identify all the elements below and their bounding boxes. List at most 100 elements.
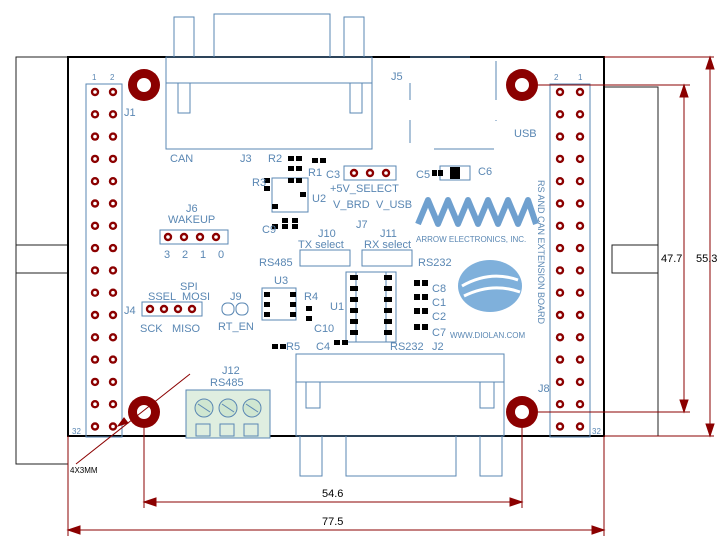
wakeup-pin-1: 1 [200,249,206,261]
smd-pad [342,340,348,345]
j9-jumper [221,302,249,316]
smd-pad [350,330,358,335]
j1-outline [85,83,123,438]
j8-pin1-label: 1 [578,73,583,82]
usb-label: USB [514,128,537,140]
mounting-holes [128,69,538,428]
u2-label: U2 [312,193,326,205]
wakeup-pin-2: 2 [182,249,188,261]
u1-pad-outline [345,271,397,343]
j12-label: J12 [222,365,240,377]
smd-pad [350,286,358,291]
wakeup-label: WAKEUP [168,214,215,226]
smd-pad [288,178,294,183]
j7-label: J7 [356,219,368,231]
smd-pad [264,312,270,317]
smd-pad [306,316,312,321]
smd-pad [296,166,302,171]
dim-total-width: 77.5 [322,516,343,528]
j1-pin1-label: 1 [92,73,97,82]
smd-pad [292,224,298,229]
smd-pad [414,280,420,286]
j6-pins [163,232,221,242]
j7-pins [349,168,391,178]
smd-pad [282,218,288,223]
smd-pad [350,308,358,313]
j8-pin-header [555,87,585,431]
smd-pad [300,192,306,197]
hole-size-note: 4X3MM [70,466,98,475]
smd-pad [414,308,420,314]
j1-pin32-label: 32 [72,427,81,436]
j9-label: J9 [230,291,242,303]
c6-label: C6 [478,166,492,178]
can-db-connector [165,13,373,150]
tx-select-label: TX select [298,239,344,251]
left-extension-tab [15,244,69,274]
j5-label: J5 [391,71,403,83]
c2-label: C2 [432,311,446,323]
j6-label: J6 [186,203,198,215]
smd-pad [350,275,358,280]
smd-pad [422,308,428,314]
smd-pads [264,156,443,349]
j11-outline [361,249,413,267]
ssel-label: SSEL [148,291,176,303]
j10-label: J10 [318,228,336,240]
smd-pad [272,344,278,349]
r5-label: R5 [286,341,300,353]
sck-label: SCK [140,323,163,335]
j10-outline [299,249,351,267]
rs485-left-label: RS485 [259,257,293,269]
wakeup-pin-3: 3 [164,249,170,261]
smd-pad [264,292,270,297]
j7-outline [343,165,397,181]
rt-en-label: RT_EN [218,321,254,333]
c1-label: C1 [432,297,446,309]
smd-pad [432,170,437,176]
u3-label: U3 [274,275,288,287]
left-extension-block [15,56,69,465]
smd-pad [312,158,318,163]
smd-pad [272,224,278,229]
smd-pad [384,319,392,324]
j3-label: J3 [240,153,252,165]
j8-pin32-label: 32 [592,427,601,436]
rs485-terminal-label: RS485 [210,377,244,389]
smd-pad [350,297,358,302]
smd-pad [272,204,278,209]
c4-label: C4 [316,341,330,353]
j1-label: J1 [124,107,136,119]
r3-label: R3 [252,177,266,189]
smd-pad [264,178,270,183]
j12-terminal [185,389,271,439]
smd-pad [306,306,312,311]
smd-pad [350,319,358,324]
j4-outline [141,301,203,317]
c10-label: C10 [314,323,334,335]
dim-holes-width: 54.6 [322,488,343,500]
usb-connector [409,56,497,150]
j2-label: J2 [432,341,444,353]
side-title: RS AND CAN EXTENSION BOARD [536,180,546,325]
smd-pad [384,275,392,280]
c6-body [450,167,460,179]
smd-pad [282,224,288,229]
smd-pad [414,324,420,330]
j11-label: J11 [380,228,397,240]
smd-pad [288,156,294,161]
u1-outline [355,271,387,343]
smd-pad [422,294,428,300]
smd-pad [384,308,392,313]
rs232-db-connector [295,353,505,477]
j1-pin-header [90,87,118,431]
smd-pad [414,294,420,300]
smd-pad [422,280,428,286]
c3-label: C3 [326,169,340,181]
smd-pad [296,178,302,183]
wakeup-pin-0: 0 [218,249,224,261]
arrow-logo [415,197,539,227]
j4-label: J4 [124,305,136,317]
